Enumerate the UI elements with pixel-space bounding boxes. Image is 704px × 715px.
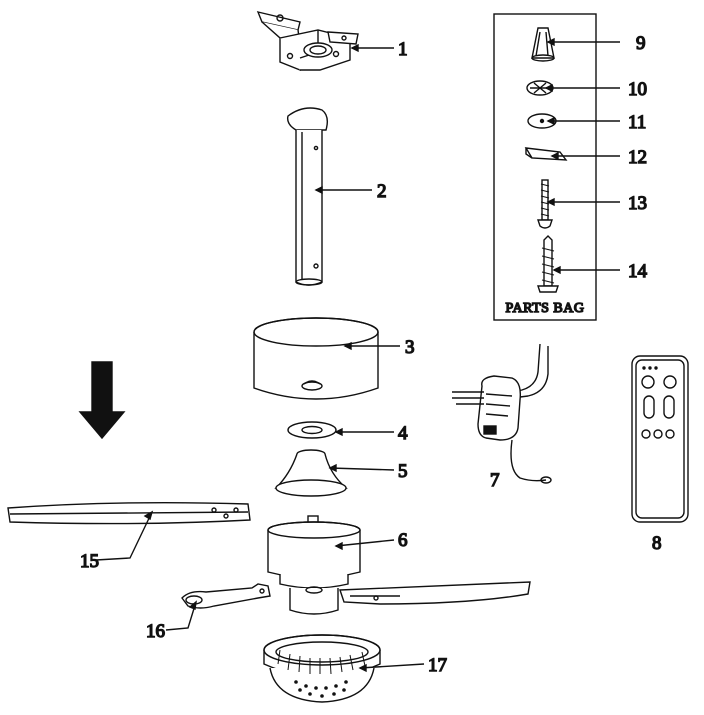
callout-8: 8 [652, 533, 662, 554]
callout-17: 17 [428, 655, 447, 676]
leader-line-5 [329, 467, 395, 471]
callout-10: 10 [628, 79, 647, 100]
leader-line-17 [359, 663, 425, 669]
light-button-icon [663, 375, 677, 389]
callout-11: 11 [628, 112, 646, 133]
callout-16: 16 [146, 621, 165, 642]
fan-button-icon [641, 375, 655, 389]
callout-2: 2 [377, 181, 387, 202]
coupling-cover [274, 449, 348, 497]
balancing-clip [524, 147, 568, 161]
parts-bag-label: PARTS BAG [505, 301, 584, 316]
machine-screw [537, 179, 553, 229]
motor-housing [267, 515, 361, 615]
callout-5: 5 [398, 461, 408, 482]
receiver-unit [452, 343, 552, 484]
callout-9: 9 [636, 33, 646, 54]
remote-control [631, 355, 689, 523]
light-kit [263, 634, 381, 703]
callout-12: 12 [628, 147, 647, 168]
leader-line-15 [95, 511, 153, 561]
wire-nut [531, 27, 555, 62]
callout-7: 7 [490, 470, 500, 491]
downrod [286, 107, 329, 286]
mounting-bracket [256, 11, 359, 72]
parts-bag-box: PARTS BAG [493, 13, 620, 321]
callout-13: 13 [628, 193, 647, 214]
callout-3: 3 [405, 337, 415, 358]
canopy [253, 317, 379, 400]
callout-1: 1 [398, 39, 408, 60]
callout-15: 15 [80, 551, 99, 572]
blade-attached [339, 581, 531, 605]
assembly-direction-arrow-icon [78, 361, 126, 440]
callout-6: 6 [398, 530, 408, 551]
leader-line-16 [165, 601, 197, 631]
wood-screw [537, 235, 559, 293]
callout-4: 4 [398, 423, 408, 444]
leader-line-6 [335, 539, 395, 547]
rubber-ring [287, 421, 337, 439]
fan-blade [7, 501, 251, 525]
callout-14: 14 [628, 261, 648, 282]
